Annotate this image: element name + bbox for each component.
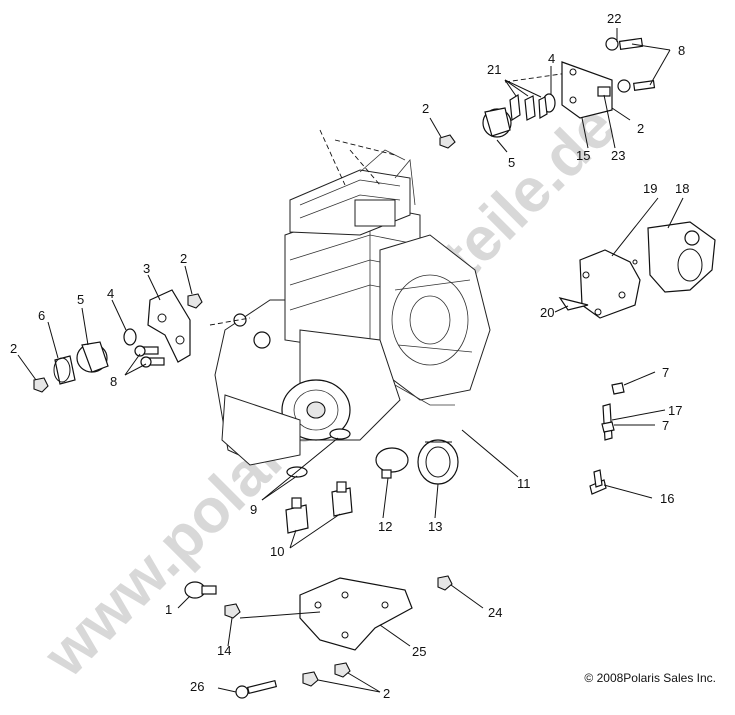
air-intake-housing-group bbox=[554, 197, 716, 319]
callout-3: 3 bbox=[143, 261, 150, 276]
callout-7: 7 bbox=[662, 365, 669, 380]
callout-12: 12 bbox=[378, 519, 392, 534]
callout-13: 13 bbox=[428, 519, 442, 534]
callout-16: 16 bbox=[660, 491, 674, 506]
callout-11: 11 bbox=[517, 476, 531, 491]
callout-9: 9 bbox=[250, 502, 257, 517]
callout-4: 4 bbox=[107, 286, 114, 301]
callout-2: 2 bbox=[422, 101, 429, 116]
upper-right-mount-group bbox=[429, 28, 671, 153]
callout-2: 2 bbox=[180, 251, 187, 266]
callout-22: 22 bbox=[607, 11, 621, 26]
callout-7: 7 bbox=[662, 418, 669, 433]
callout-2: 2 bbox=[637, 121, 644, 136]
callout-4: 4 bbox=[548, 51, 555, 66]
callout-21: 21 bbox=[487, 62, 501, 77]
copyright-text: © 2008Polaris Sales Inc. bbox=[584, 671, 716, 685]
left-mount-group bbox=[17, 265, 251, 393]
callout-20: 20 bbox=[540, 305, 554, 320]
callout-24: 24 bbox=[488, 605, 502, 620]
callout-18: 18 bbox=[675, 181, 689, 196]
callout-6: 6 bbox=[38, 308, 45, 323]
callout-labels: 22 8 4 21 2 2 5 15 23 19 18 20 3 2 6 5 4… bbox=[10, 11, 689, 701]
bottom-bracket-group bbox=[177, 575, 484, 699]
callout-5: 5 bbox=[508, 155, 515, 170]
callout-26: 26 bbox=[190, 679, 204, 694]
callout-5: 5 bbox=[77, 292, 84, 307]
breather-parts-group bbox=[589, 371, 666, 499]
callout-10: 10 bbox=[270, 544, 284, 559]
callout-2: 2 bbox=[10, 341, 17, 356]
callout-2: 2 bbox=[383, 686, 390, 701]
callout-19: 19 bbox=[643, 181, 657, 196]
callout-1: 1 bbox=[165, 602, 172, 617]
lower-mount-group bbox=[261, 428, 519, 549]
callout-23: 23 bbox=[611, 148, 625, 163]
callout-8: 8 bbox=[110, 374, 117, 389]
callout-25: 25 bbox=[412, 644, 426, 659]
callout-15: 15 bbox=[576, 148, 590, 163]
callout-14: 14 bbox=[217, 643, 231, 658]
callout-17: 17 bbox=[668, 403, 682, 418]
callout-8: 8 bbox=[678, 43, 685, 58]
engine-assembly bbox=[214, 129, 491, 466]
